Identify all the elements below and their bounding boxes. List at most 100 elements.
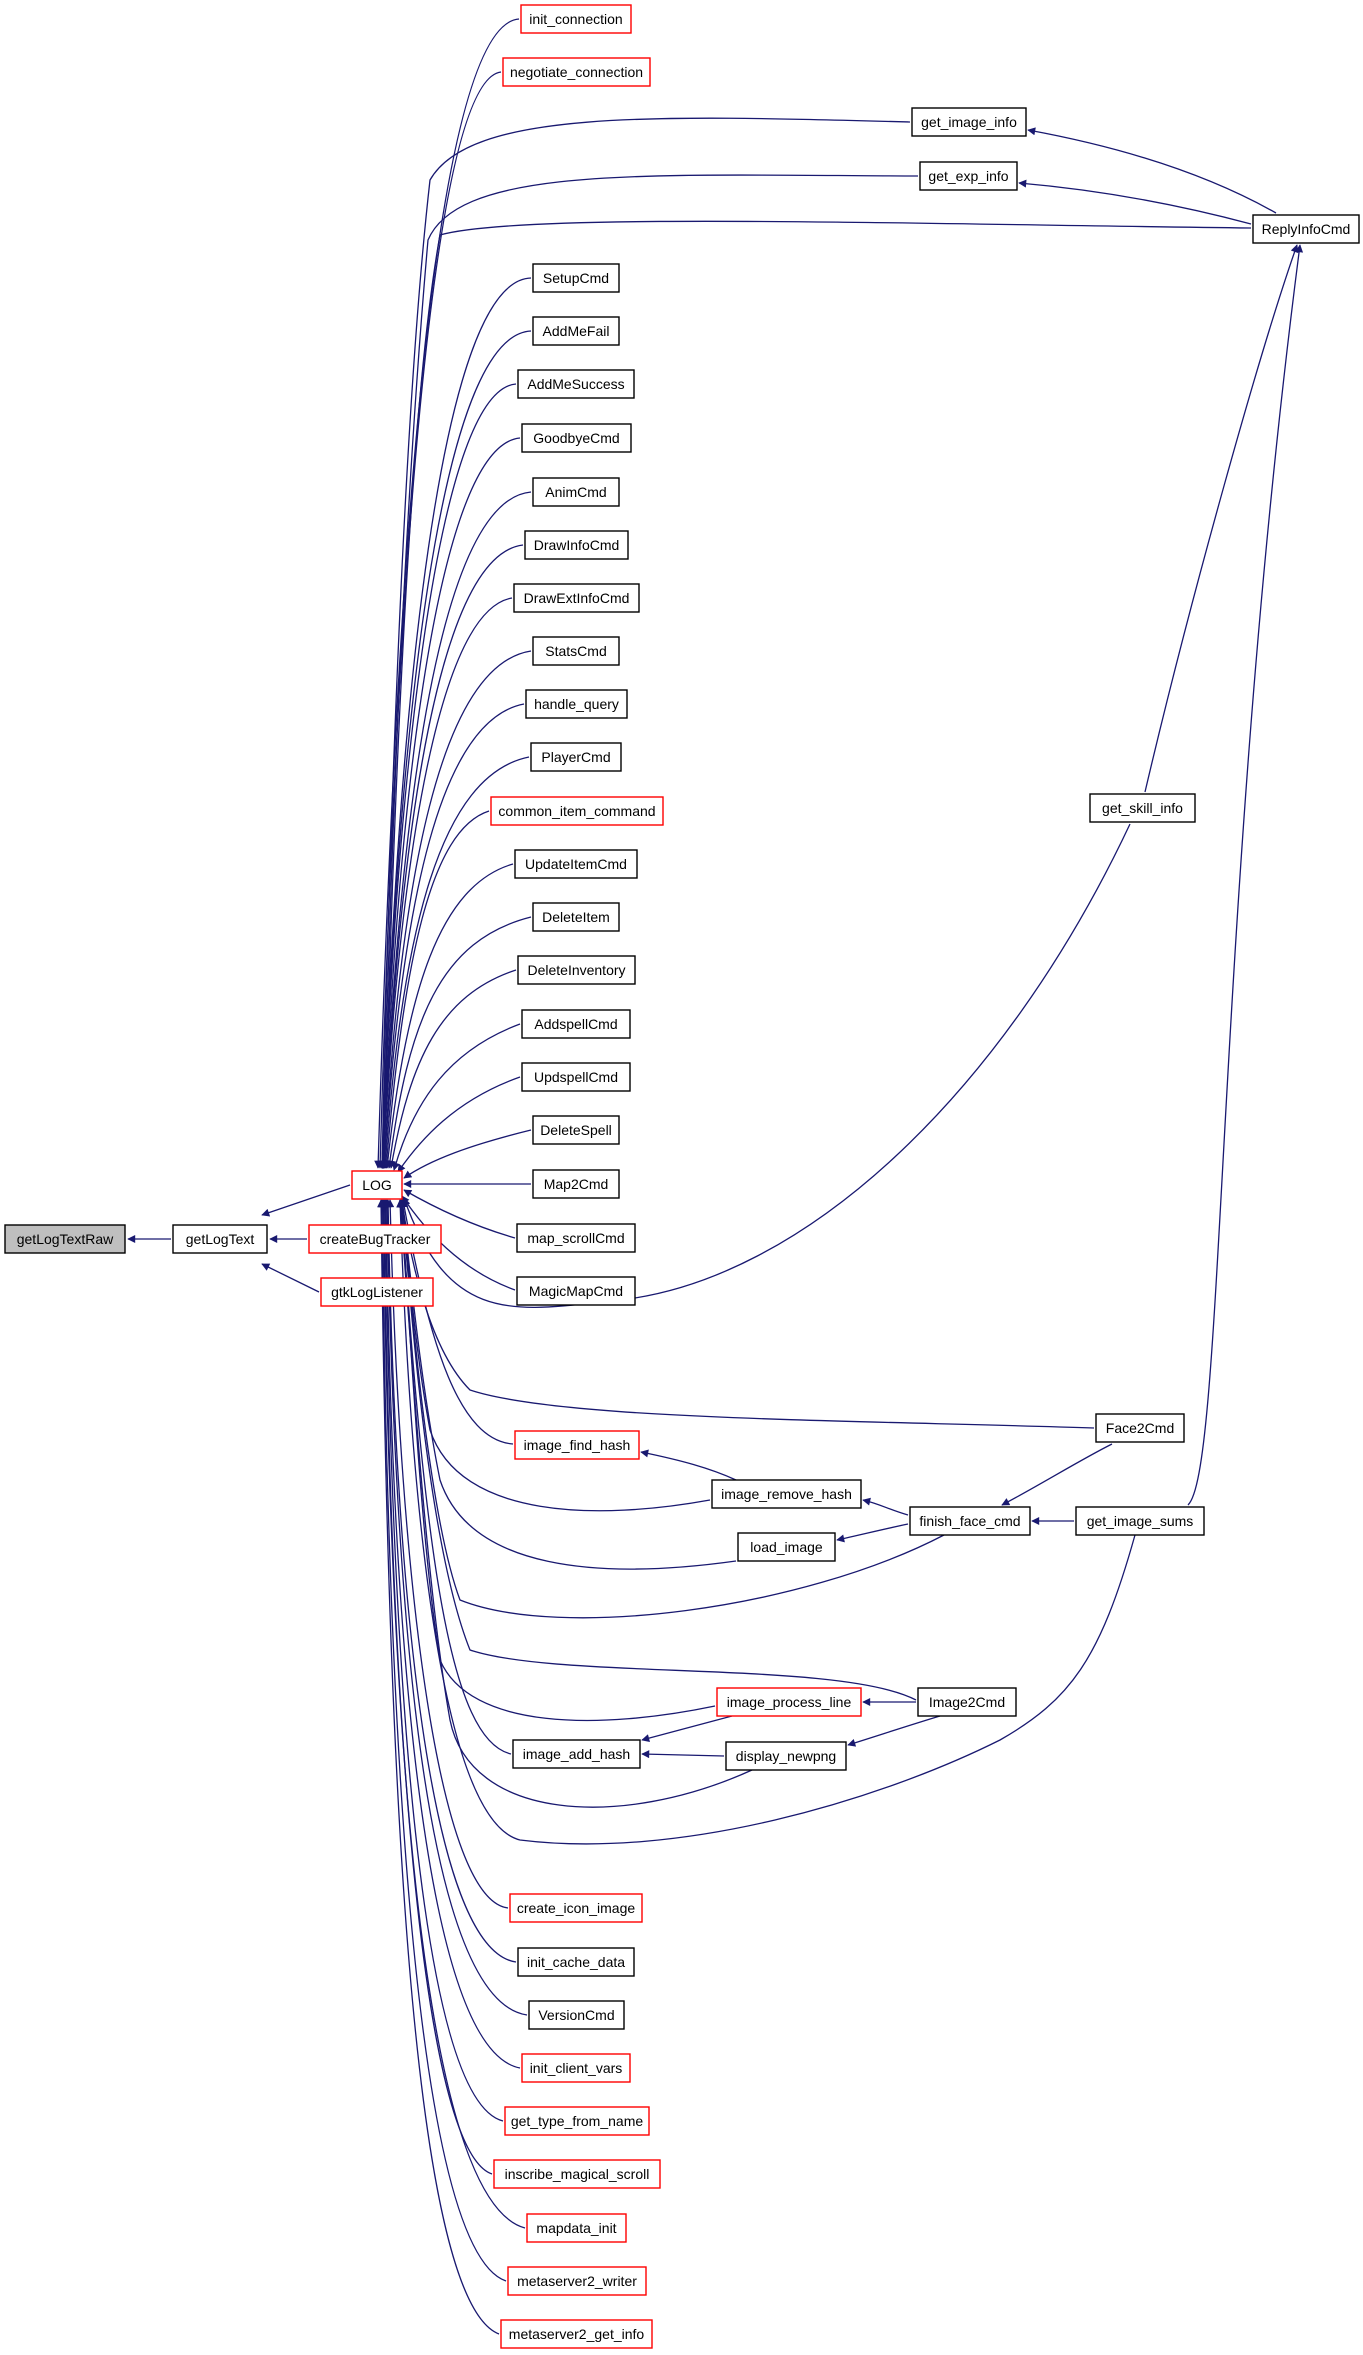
node-box: [516, 1276, 636, 1306]
edge-log-from-addmefail: [378, 330, 532, 1169]
node-label: getLogText: [186, 1231, 255, 1247]
edge-log-from-init-client-vars: [382, 1199, 521, 2069]
edge-log-from-mapdata-init: [379, 1199, 526, 2229]
node-negotiate-connection[interactable]: negotiate_connection: [502, 57, 651, 87]
edge-log-from-addspellcmd: [392, 1023, 521, 1171]
node-label: Map2Cmd: [544, 1176, 609, 1192]
node-image-add-hash[interactable]: image_add_hash: [512, 1739, 641, 1769]
node-box: [1089, 793, 1196, 823]
node-deleteitem[interactable]: DeleteItem: [532, 902, 620, 932]
node-label: AddspellCmd: [534, 1016, 617, 1032]
node-box: [172, 1224, 268, 1254]
node-metaserver2-writer[interactable]: metaserver2_writer: [507, 2266, 647, 2296]
edge-log-from-setupcmd: [378, 277, 532, 1169]
node-gtkloglistener[interactable]: gtkLogListener: [320, 1277, 434, 1307]
node-box: [504, 2106, 650, 2136]
node-box: [513, 583, 640, 613]
node-label: UpdateItemCmd: [525, 856, 627, 872]
node-deleteinventory[interactable]: DeleteInventory: [517, 955, 636, 985]
edge-log-from-replyinfocmd: [380, 220, 1252, 1169]
node-init-connection[interactable]: init_connection: [520, 4, 632, 34]
node-init-cache-data[interactable]: init_cache_data: [517, 1947, 635, 1977]
node-load-image[interactable]: load_image: [737, 1532, 836, 1562]
node-label: metaserver2_writer: [517, 2273, 637, 2289]
edge-log-from-get-image-info: [378, 117, 911, 1169]
node-box: [514, 849, 638, 879]
node-handle-query[interactable]: handle_query: [525, 689, 628, 719]
node-box: [520, 4, 632, 34]
edge-log-from-goodbyecmd: [379, 437, 521, 1169]
node-box: [737, 1532, 836, 1562]
node-image-process-line[interactable]: image_process_line: [716, 1687, 862, 1717]
node-label: PlayerCmd: [541, 749, 610, 765]
node-display-newpng[interactable]: display_newpng: [725, 1741, 847, 1771]
node-init-client-vars[interactable]: init_client_vars: [521, 2053, 631, 2083]
node-box: [514, 1430, 640, 1460]
node-label: SetupCmd: [543, 270, 609, 286]
node-box: [532, 477, 620, 507]
node-map-scrollcmd[interactable]: map_scrollCmd: [516, 1223, 636, 1253]
node-box: [516, 1223, 636, 1253]
node-image-remove-hash[interactable]: image_remove_hash: [711, 1479, 862, 1509]
edge-log-from-init-connection: [374, 18, 520, 1169]
node-createbugtracker[interactable]: createBugTracker: [308, 1224, 442, 1254]
node-versioncmd[interactable]: VersionCmd: [528, 2000, 625, 2030]
node-create-icon-image[interactable]: create_icon_image: [509, 1893, 643, 1923]
node-box: [493, 2159, 661, 2189]
node-addmefail[interactable]: AddMeFail: [532, 316, 620, 346]
node-label: AddMeFail: [543, 323, 610, 339]
node-image2cmd[interactable]: Image2Cmd: [917, 1687, 1017, 1717]
node-mapdata-init[interactable]: mapdata_init: [526, 2213, 627, 2243]
node-get-image-info[interactable]: get_image_info: [911, 107, 1027, 137]
node-playercmd[interactable]: PlayerCmd: [530, 742, 622, 772]
node-statscmd[interactable]: StatsCmd: [532, 636, 620, 666]
node-label: image_add_hash: [523, 1746, 630, 1762]
node-face2cmd[interactable]: Face2Cmd: [1095, 1413, 1185, 1443]
node-label: get_type_from_name: [511, 2113, 644, 2129]
node-finish-face-cmd[interactable]: finish_face_cmd: [909, 1506, 1031, 1536]
node-magicmapcmd[interactable]: MagicMapCmd: [516, 1276, 636, 1306]
node-box: [509, 1893, 643, 1923]
node-drawinfocmd[interactable]: DrawInfoCmd: [524, 530, 629, 560]
node-animcmd[interactable]: AnimCmd: [532, 477, 620, 507]
edge-display-newpng-from-image2cmd: [847, 1715, 941, 1747]
node-label: map_scrollCmd: [527, 1230, 624, 1246]
node-label: DeleteInventory: [527, 962, 625, 978]
node-get-exp-info[interactable]: get_exp_info: [919, 161, 1018, 191]
node-metaserver2-get-info[interactable]: metaserver2_get_info: [500, 2319, 653, 2349]
node-box: [521, 1009, 631, 1039]
node-label: DrawInfoCmd: [534, 537, 620, 553]
node-replyinfocmd[interactable]: ReplyInfoCmd: [1252, 214, 1360, 244]
node-label: DeleteSpell: [540, 1122, 612, 1138]
node-common-item-command[interactable]: common_item_command: [490, 796, 664, 826]
node-label: VersionCmd: [538, 2007, 614, 2023]
node-label: AnimCmd: [545, 484, 606, 500]
node-deletespell[interactable]: DeleteSpell: [532, 1115, 620, 1145]
node-box: [909, 1506, 1031, 1536]
node-goodbyecmd[interactable]: GoodbyeCmd: [521, 423, 632, 453]
node-getlogtextraw[interactable]: getLogTextRaw: [4, 1224, 126, 1254]
node-updateitemcmd[interactable]: UpdateItemCmd: [514, 849, 638, 879]
node-get-image-sums[interactable]: get_image_sums: [1075, 1506, 1205, 1536]
node-map2cmd[interactable]: Map2Cmd: [532, 1169, 620, 1199]
node-addspellcmd[interactable]: AddspellCmd: [521, 1009, 631, 1039]
node-label: gtkLogListener: [331, 1284, 423, 1300]
node-label: AddMeSuccess: [527, 376, 624, 392]
edge-log-from-drawinfocmd: [379, 544, 524, 1169]
node-addmesuccess[interactable]: AddMeSuccess: [517, 369, 635, 399]
node-updspellcmd[interactable]: UpdspellCmd: [521, 1062, 631, 1092]
node-get-type-from-name[interactable]: get_type_from_name: [504, 2106, 650, 2136]
node-getlogtext[interactable]: getLogText: [172, 1224, 268, 1254]
node-inscribe-magical-scroll[interactable]: inscribe_magical_scroll: [493, 2159, 661, 2189]
node-get-skill-info[interactable]: get_skill_info: [1089, 793, 1196, 823]
node-setupcmd[interactable]: SetupCmd: [532, 263, 620, 293]
node-image-find-hash[interactable]: image_find_hash: [514, 1430, 640, 1460]
edge-log-from-image-add-hash: [397, 1199, 512, 1755]
node-label: ReplyInfoCmd: [1262, 221, 1351, 237]
node-log[interactable]: LOG: [351, 1170, 403, 1200]
edge-log-from-updateitemcmd: [383, 863, 514, 1169]
node-drawextinfocmd[interactable]: DrawExtInfoCmd: [513, 583, 640, 613]
edge-log-from-animcmd: [379, 491, 532, 1169]
edge-load-image-from-finish-face-cmd: [836, 1523, 909, 1543]
